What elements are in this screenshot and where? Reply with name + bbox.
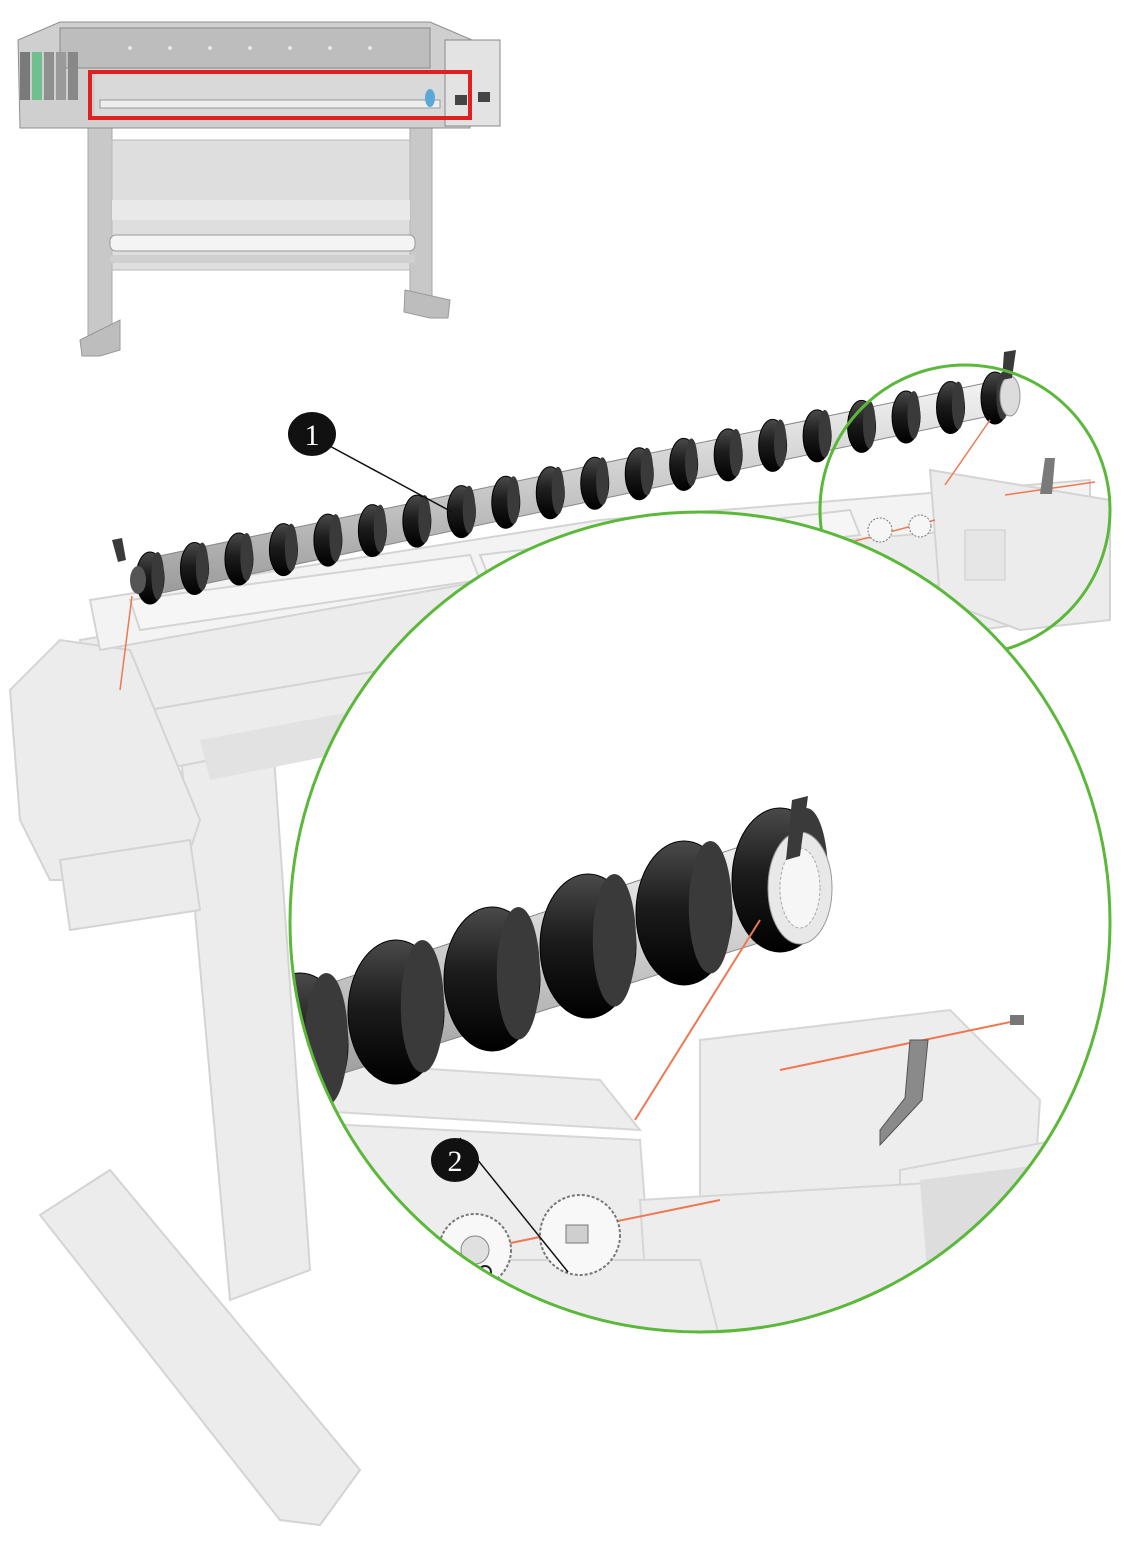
roller-tire-face <box>596 457 609 506</box>
roller-tire-face <box>496 907 540 1040</box>
callout-leader <box>325 443 453 513</box>
locator-box <box>88 70 472 120</box>
roller-tire-face <box>418 495 431 543</box>
roller-tire-face <box>774 419 787 468</box>
roller-tire-face <box>240 533 253 581</box>
roller-tire-face <box>640 447 654 496</box>
explode-line <box>119 595 133 691</box>
callout-1: 1 <box>288 412 453 513</box>
roller-tire-face <box>685 438 698 487</box>
roller-tire-face <box>151 552 164 600</box>
roller-tire-face <box>592 874 637 1007</box>
roller-tire-face <box>195 542 209 591</box>
callout-marker <box>288 412 336 456</box>
roller-tire-face <box>462 485 476 534</box>
gear-icon <box>539 1194 621 1276</box>
roller-tire-face <box>507 476 520 525</box>
callout-number: 1 <box>305 419 320 452</box>
roller-tire-face <box>688 841 733 974</box>
roller-tire-face <box>304 973 348 1106</box>
drive-roller-icon <box>112 350 1021 605</box>
roller-tire-face <box>862 400 876 449</box>
roller-tire-face <box>373 504 387 553</box>
roller-tire-face <box>329 514 342 562</box>
roller-tire-face <box>729 428 743 477</box>
roller-tire-face <box>818 409 832 458</box>
zoom-circle-small <box>818 363 1112 657</box>
roller-tire-face <box>284 523 298 572</box>
roller-tire-face <box>951 381 965 430</box>
callout-2: 2 <box>431 1137 569 1273</box>
callout-number: 2 <box>448 1145 463 1178</box>
roller-tire-face <box>400 940 444 1073</box>
roller-tire-face <box>551 466 565 515</box>
roller-tire-face <box>907 390 921 439</box>
printer-overview-icon <box>17 21 501 357</box>
callout-marker <box>431 1138 479 1182</box>
gear-icon <box>438 1213 512 1287</box>
